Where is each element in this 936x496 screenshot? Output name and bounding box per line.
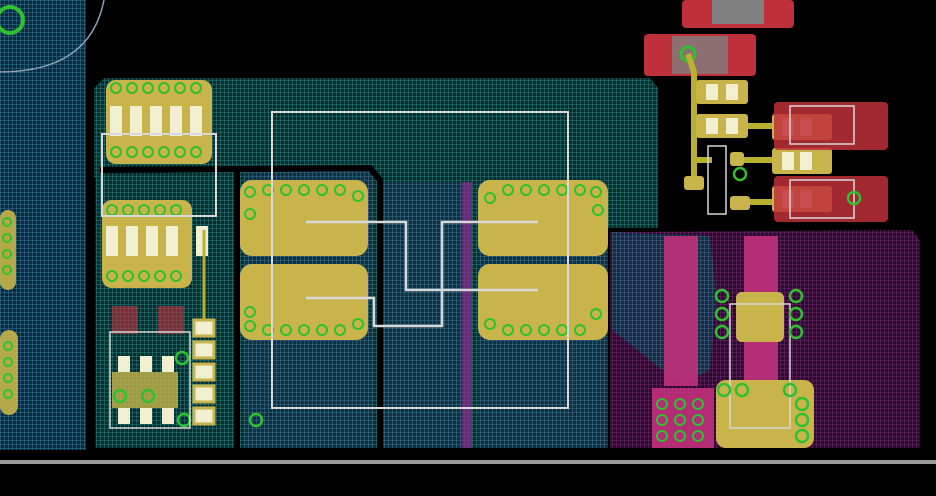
silkscreen-outline-top-right — [707, 105, 855, 219]
pad-sot-pins[interactable] — [118, 356, 174, 424]
via-group-bottom-left — [112, 350, 264, 428]
pad-red-top-1-center — [712, 0, 764, 24]
clearance-trace — [99, 164, 383, 448]
silkscreen-outline-right — [729, 303, 791, 429]
silkscreen-outline-center — [271, 111, 569, 409]
pad-red-right-2[interactable] — [774, 176, 888, 222]
pad-red-right-1[interactable] — [774, 102, 888, 150]
pad-smd-center-3[interactable] — [478, 180, 608, 256]
via-row-connector-top — [110, 82, 202, 158]
silkscreen-outline-sot — [109, 331, 191, 429]
copper-zone-right-stripe[interactable] — [462, 182, 472, 448]
copper-zone-center-sub-2[interactable] — [380, 182, 472, 448]
via-row-center — [244, 184, 604, 336]
pad-smd-center-4[interactable] — [478, 264, 608, 340]
pad-red-small-1[interactable] — [112, 306, 138, 334]
via-grid-magenta — [656, 398, 704, 442]
pad-column-vertical[interactable] — [192, 318, 216, 426]
pad-magenta-3[interactable] — [652, 388, 714, 448]
pad-smd-center-2[interactable] — [240, 264, 368, 340]
pad-magenta-1[interactable] — [664, 236, 698, 386]
mounting-hole-arc — [0, 0, 105, 73]
silkscreen-outline-connector — [101, 133, 217, 217]
pad-red-small-2[interactable] — [158, 306, 184, 334]
pad-connector-top-pins[interactable] — [110, 106, 202, 136]
pad-smd-right-1[interactable] — [736, 292, 784, 342]
via-column-left — [2, 217, 13, 399]
board-edge — [0, 460, 936, 464]
via-corner[interactable] — [0, 5, 25, 35]
via-group-top-right — [732, 166, 862, 206]
via-group-right — [714, 288, 810, 444]
silkscreen-inductor-mark — [306, 220, 538, 328]
pad-smd-center-1[interactable] — [240, 180, 368, 256]
